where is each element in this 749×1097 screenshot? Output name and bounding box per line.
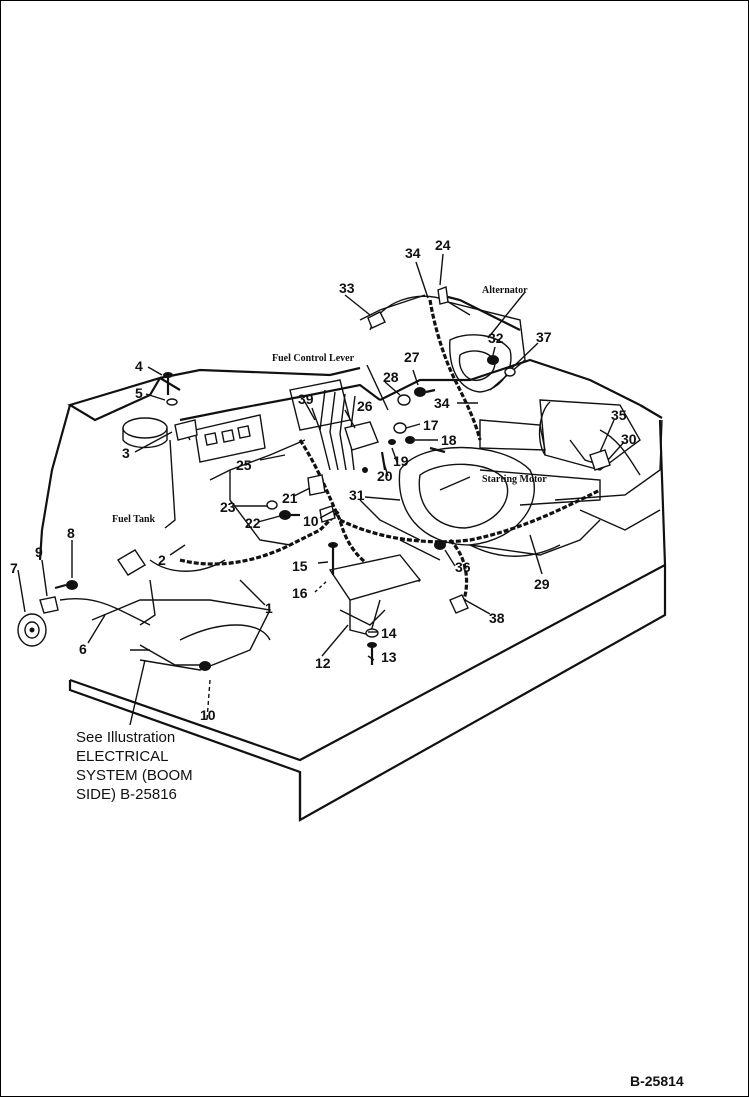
callout-12: 12 [315, 655, 331, 671]
callout-29: 29 [534, 576, 550, 592]
callout-24: 24 [435, 237, 451, 253]
see-illustration-note: See Illustration ELECTRICAL SYSTEM (BOOM… [76, 728, 276, 804]
callout-10-upper: 10 [303, 513, 319, 529]
callout-10-lower: 10 [200, 707, 216, 723]
callout-19: 19 [393, 453, 409, 469]
part-name-labels: Alternator Fuel Control Lever Fuel Tank … [112, 285, 547, 525]
callout-3: 3 [122, 445, 130, 461]
starting-motor-label: Starting Motor [482, 474, 547, 485]
callout-18: 18 [441, 432, 457, 448]
callout-25: 25 [236, 457, 252, 473]
callout-32: 32 [488, 330, 504, 346]
callout-33: 33 [339, 280, 355, 296]
callout-1: 1 [265, 600, 273, 616]
drawing-number: B-25814 [630, 1073, 684, 1089]
note-line-1: See Illustration [76, 729, 176, 746]
callout-5: 5 [135, 385, 143, 401]
note-line-4: SIDE) B-25816 [76, 786, 177, 803]
callout-31: 31 [349, 487, 365, 503]
callout-30: 30 [621, 431, 637, 447]
callout-2: 2 [158, 552, 166, 568]
revolving-frame-outline [38, 366, 667, 822]
callout-38: 38 [489, 610, 505, 626]
callout-37: 37 [536, 329, 552, 345]
callout-6: 6 [79, 641, 87, 657]
note-line-3: SYSTEM (BOOM [76, 767, 193, 784]
callout-20: 20 [377, 468, 393, 484]
callout-34-top: 34 [405, 245, 421, 261]
callout-15: 15 [292, 558, 308, 574]
callout-26: 26 [357, 398, 373, 414]
callout-numbers: 4 5 3 2 8 9 7 6 1 10 25 21 23 22 10 39 2… [10, 237, 637, 723]
callout-39: 39 [298, 391, 314, 407]
callout-9: 9 [35, 544, 43, 560]
callout-4: 4 [135, 358, 143, 374]
fuel-tank-label: Fuel Tank [112, 514, 156, 525]
wiring-harness [59, 294, 641, 666]
callout-8: 8 [67, 525, 75, 541]
note-line-2: ELECTRICAL [76, 748, 169, 765]
callout-23: 23 [220, 499, 236, 515]
callout-21: 21 [282, 490, 298, 506]
callout-27: 27 [404, 349, 420, 365]
callout-17: 17 [423, 417, 439, 433]
callout-7: 7 [10, 560, 18, 576]
callout-35: 35 [611, 407, 627, 423]
engine-assembly [179, 293, 663, 557]
callout-28: 28 [383, 369, 399, 385]
callout-14: 14 [381, 625, 397, 641]
fuel-tank [122, 417, 191, 529]
callout-36: 36 [455, 559, 471, 575]
fuel-control-lever-label: Fuel Control Lever [272, 353, 355, 364]
callout-34-mid: 34 [434, 395, 450, 411]
callout-22: 22 [245, 515, 261, 531]
callout-16: 16 [292, 585, 308, 601]
callout-13: 13 [381, 649, 397, 665]
leader-lines [17, 253, 625, 726]
alternator-label: Alternator [482, 285, 528, 296]
